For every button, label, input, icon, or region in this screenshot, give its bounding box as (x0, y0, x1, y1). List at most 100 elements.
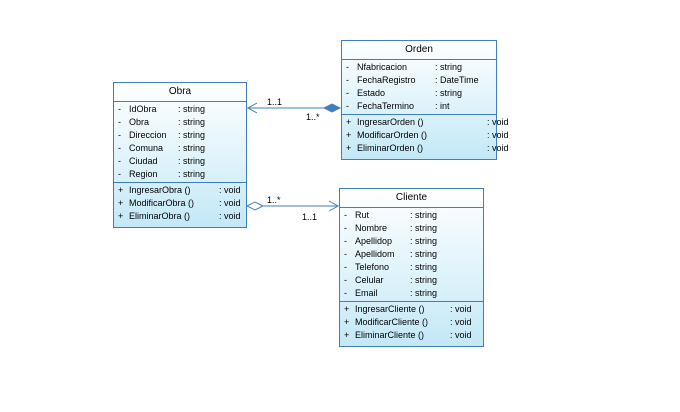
visibility-marker: - (118, 169, 121, 179)
multiplicity-cliente-bottom: 1..1 (302, 212, 318, 222)
visibility-marker: - (344, 288, 347, 298)
visibility-marker: - (118, 104, 121, 114)
attribute-name: Email (355, 288, 378, 298)
visibility-marker: - (344, 262, 347, 272)
operation-name: IngresarObra () (129, 185, 191, 195)
operation-row: +ModificarObra (): void (114, 197, 246, 210)
attribute-type: : string (410, 223, 438, 233)
visibility-marker: - (118, 117, 121, 127)
visibility-marker: - (346, 101, 349, 111)
operation-row: + IngresarObra () : void (114, 184, 246, 197)
aggregation-diamond-icon (245, 201, 265, 211)
attributes-section: -Rut: string-Nombre: string-Apellidop: s… (340, 208, 483, 302)
operation-name: EliminarOrden () (357, 143, 424, 153)
attribute-type: : int (435, 101, 450, 111)
attribute-type: : string (178, 130, 206, 140)
operation-name: ModificarCliente () (355, 317, 429, 327)
attribute-name: Apellidop (355, 236, 393, 246)
return-type: : void (219, 198, 241, 208)
composition-diamond-icon (322, 103, 342, 113)
visibility-marker: + (344, 330, 350, 340)
attribute-name: Nfabricacion (357, 62, 408, 72)
return-type: : void (219, 211, 241, 221)
attributes-section: -Nfabricacion: string-FechaRegistro: Dat… (342, 60, 496, 115)
class-title: Obra (114, 83, 246, 102)
operation-row: + IngresarCliente () : void (340, 303, 483, 316)
visibility-marker: - (118, 156, 121, 166)
attribute-row: -IdObra : string (114, 103, 246, 116)
return-type: : void (450, 304, 472, 314)
class-title: Orden (342, 41, 496, 60)
multiplicity-obra-end: 1..1 (267, 97, 283, 107)
return-type: : void (487, 117, 509, 127)
attribute-type: : string (435, 88, 463, 98)
attribute-row: -Apellidom: string (340, 248, 483, 261)
attribute-name: Estado (357, 88, 386, 98)
visibility-marker: - (346, 88, 349, 98)
operations-section: + IngresarOrden () : void + ModificarOrden (… (342, 115, 509, 156)
attribute-name: Comuna (129, 143, 164, 153)
obra-arrowhead-icon (246, 102, 258, 114)
attribute-type: : string (435, 62, 463, 72)
operation-name: ModificarObra () (129, 198, 195, 208)
class-orden[interactable]: Orden -Nfabricacion: string-FechaRegistr… (341, 40, 509, 160)
attribute-name: Nombre (355, 223, 388, 233)
attribute-row: -Email: string (340, 287, 483, 300)
return-type: : void (487, 143, 509, 153)
attribute-row: -Celular: string (340, 274, 483, 287)
attribute-name: FechaTermino (357, 101, 415, 111)
attribute-row: -Ciudad: string (114, 155, 246, 168)
operation-name: EliminarObra () (129, 211, 191, 221)
attribute-type: : string (178, 104, 206, 114)
attribute-name: Obra (129, 117, 150, 127)
attribute-type: : string (410, 262, 438, 272)
visibility-marker: - (344, 249, 347, 259)
operations-section: + IngresarObra () : void + ModificarObra ():… (114, 183, 246, 224)
operation-row: +ModificarCliente (): void (340, 316, 483, 329)
operation-row: +EliminarCliente (): void (340, 329, 483, 342)
operations-section: + IngresarCliente () : void + ModificarClien… (340, 302, 483, 343)
attribute-name: Rut (355, 210, 370, 220)
attribute-name: Region (129, 169, 158, 179)
operation-row: + IngresarOrden () : void (342, 116, 509, 129)
attribute-row: -Nombre: string (340, 222, 483, 235)
return-type: : void (219, 185, 241, 195)
visibility-marker: + (344, 304, 350, 314)
class-obra[interactable]: Obra -IdObra: string-Obra: string-Direcc… (113, 82, 247, 228)
attribute-row: -Telefono: string (340, 261, 483, 274)
return-type: : void (450, 317, 472, 327)
cliente-arrowhead-icon (328, 200, 340, 212)
visibility-marker: - (346, 75, 349, 85)
multiplicity-cliente-top: 1..* (267, 195, 281, 205)
attribute-row: -FechaTermino : int (342, 100, 496, 113)
class-cliente[interactable]: Cliente -Rut: string-Nombre: string-Apel… (339, 188, 484, 347)
attribute-type: : string (410, 236, 438, 246)
operation-name: IngresarCliente () (355, 304, 425, 314)
attribute-type: : string (410, 249, 438, 259)
operation-name: IngresarOrden () (357, 117, 424, 127)
attribute-type: : string (410, 275, 438, 285)
visibility-marker: - (118, 143, 121, 153)
class-title: Cliente (340, 189, 483, 208)
operation-name: ModificarOrden () (357, 130, 428, 140)
visibility-marker: + (118, 211, 124, 221)
visibility-marker: + (346, 130, 352, 140)
visibility-marker: - (344, 236, 347, 246)
visibility-marker: + (346, 143, 352, 153)
visibility-marker: - (344, 275, 347, 285)
attribute-name: FechaRegistro (357, 75, 416, 85)
operation-row: + EliminarOrden () : void (342, 142, 509, 155)
attribute-name: Ciudad (129, 156, 158, 166)
attribute-name: IdObra (129, 104, 157, 114)
operation-row: +ModificarOrden (): void (342, 129, 509, 142)
attribute-row: -Apellidop : string (340, 235, 483, 248)
attribute-row: -Direccion: string (114, 129, 246, 142)
attribute-row: -Comuna: string (114, 142, 246, 155)
operation-row: + EliminarObra () : void (114, 210, 246, 223)
attribute-type: : DateTime (435, 75, 479, 85)
attribute-row: -FechaRegistro : DateTime (342, 74, 496, 87)
attribute-type: : string (178, 169, 206, 179)
visibility-marker: + (346, 117, 352, 127)
visibility-marker: + (118, 185, 124, 195)
